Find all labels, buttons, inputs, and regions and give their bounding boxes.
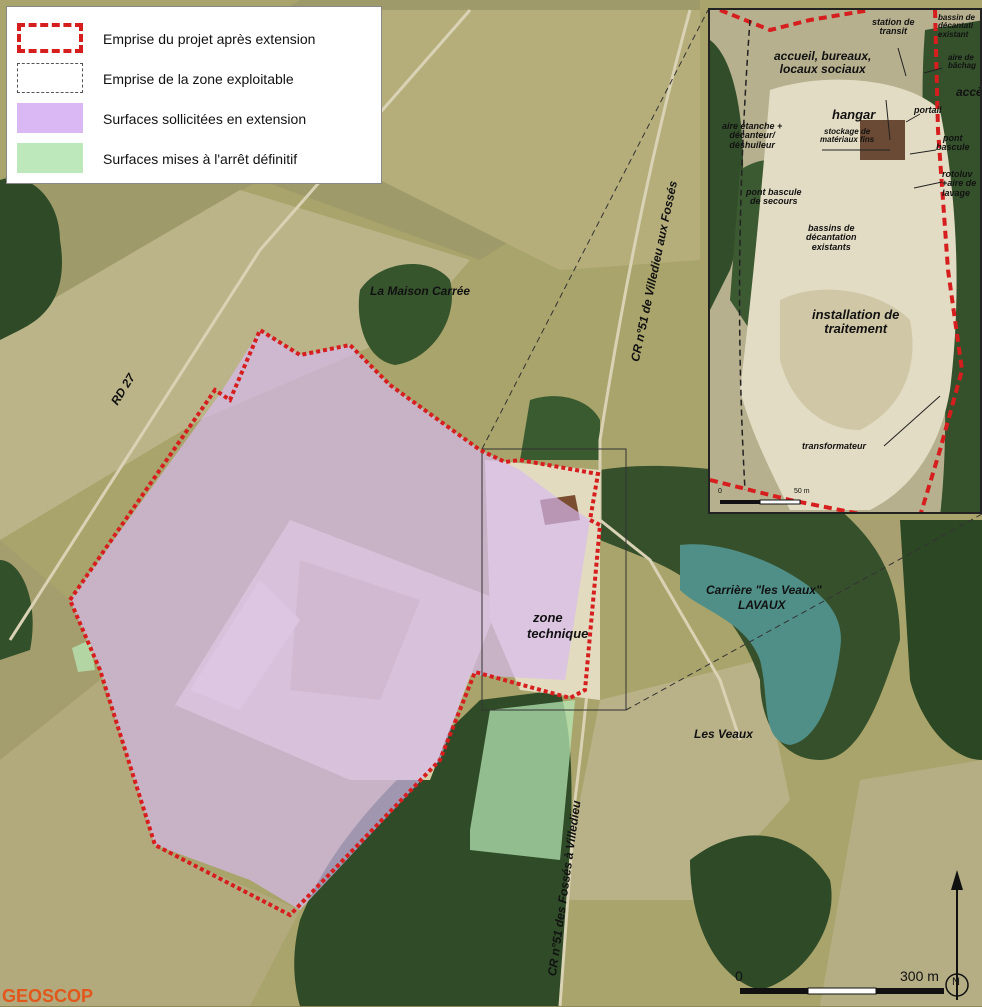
inset-scale-zero: 0 [718, 488, 722, 495]
place-label-maison-carree: La Maison Carrée [370, 284, 471, 298]
forest-areas [0, 178, 982, 1006]
legend-label: Emprise de la zone exploitable [103, 71, 294, 87]
legend-swatch-red-dashed [17, 23, 83, 53]
legend-swatch-grey-dashed [17, 63, 83, 93]
place-label-lavaux: LAVAUX [738, 598, 786, 612]
north-letter: N [952, 976, 960, 988]
inset-label-acces: accè [956, 85, 982, 99]
legend-swatch-purple [17, 103, 83, 133]
place-label-carriere: Carrière "les Veaux" [706, 583, 822, 597]
legend-label: Emprise du projet après extension [103, 31, 316, 47]
inset-label-aire-etanche: aire étanche +décanteur/déshuileur [722, 121, 783, 150]
legend-item-project-boundary: Emprise du projet après extension [17, 21, 377, 55]
extension-surfaces [70, 330, 590, 910]
zone-label-line-2: technique [527, 626, 589, 641]
inset-aerial [710, 10, 980, 512]
inset-scale-end: 50 m [794, 488, 810, 495]
map-legend: Emprise du projet après extension Empris… [6, 6, 382, 184]
inset-label-hangar: hangar [832, 107, 876, 122]
legend-item-exploitable-zone: Emprise de la zone exploitable [17, 61, 377, 95]
scale-zero: 0 [735, 968, 743, 984]
inset-label-accueil: accueil, bureaux,locaux sociaux [774, 49, 872, 76]
closure-surfaces [470, 700, 575, 860]
lake [680, 544, 841, 745]
legend-item-extension-surfaces: Surfaces sollicitées en extension [17, 101, 377, 135]
inset-callout-lines [481, 9, 982, 711]
main-scale-bar [740, 987, 944, 995]
place-label-les-veaux: Les Veaux [694, 727, 753, 741]
geoscop-logo: GEOSCOP [2, 986, 94, 1006]
legend-item-closure-surfaces: Surfaces mises à l'arrêt définitif [17, 141, 377, 175]
legend-label: Surfaces mises à l'arrêt définitif [103, 151, 298, 167]
project-boundary [67, 327, 603, 918]
inset-label-portail: portail [914, 105, 942, 115]
north-arrow-icon [945, 870, 969, 1000]
inset-label-transformateur: transformateur [802, 441, 867, 451]
legend-swatch-green [17, 143, 83, 173]
legend-label: Surfaces sollicitées en extension [103, 111, 307, 127]
zone-label-line-1: zone [533, 610, 563, 625]
scale-end: 300 m [900, 968, 939, 984]
